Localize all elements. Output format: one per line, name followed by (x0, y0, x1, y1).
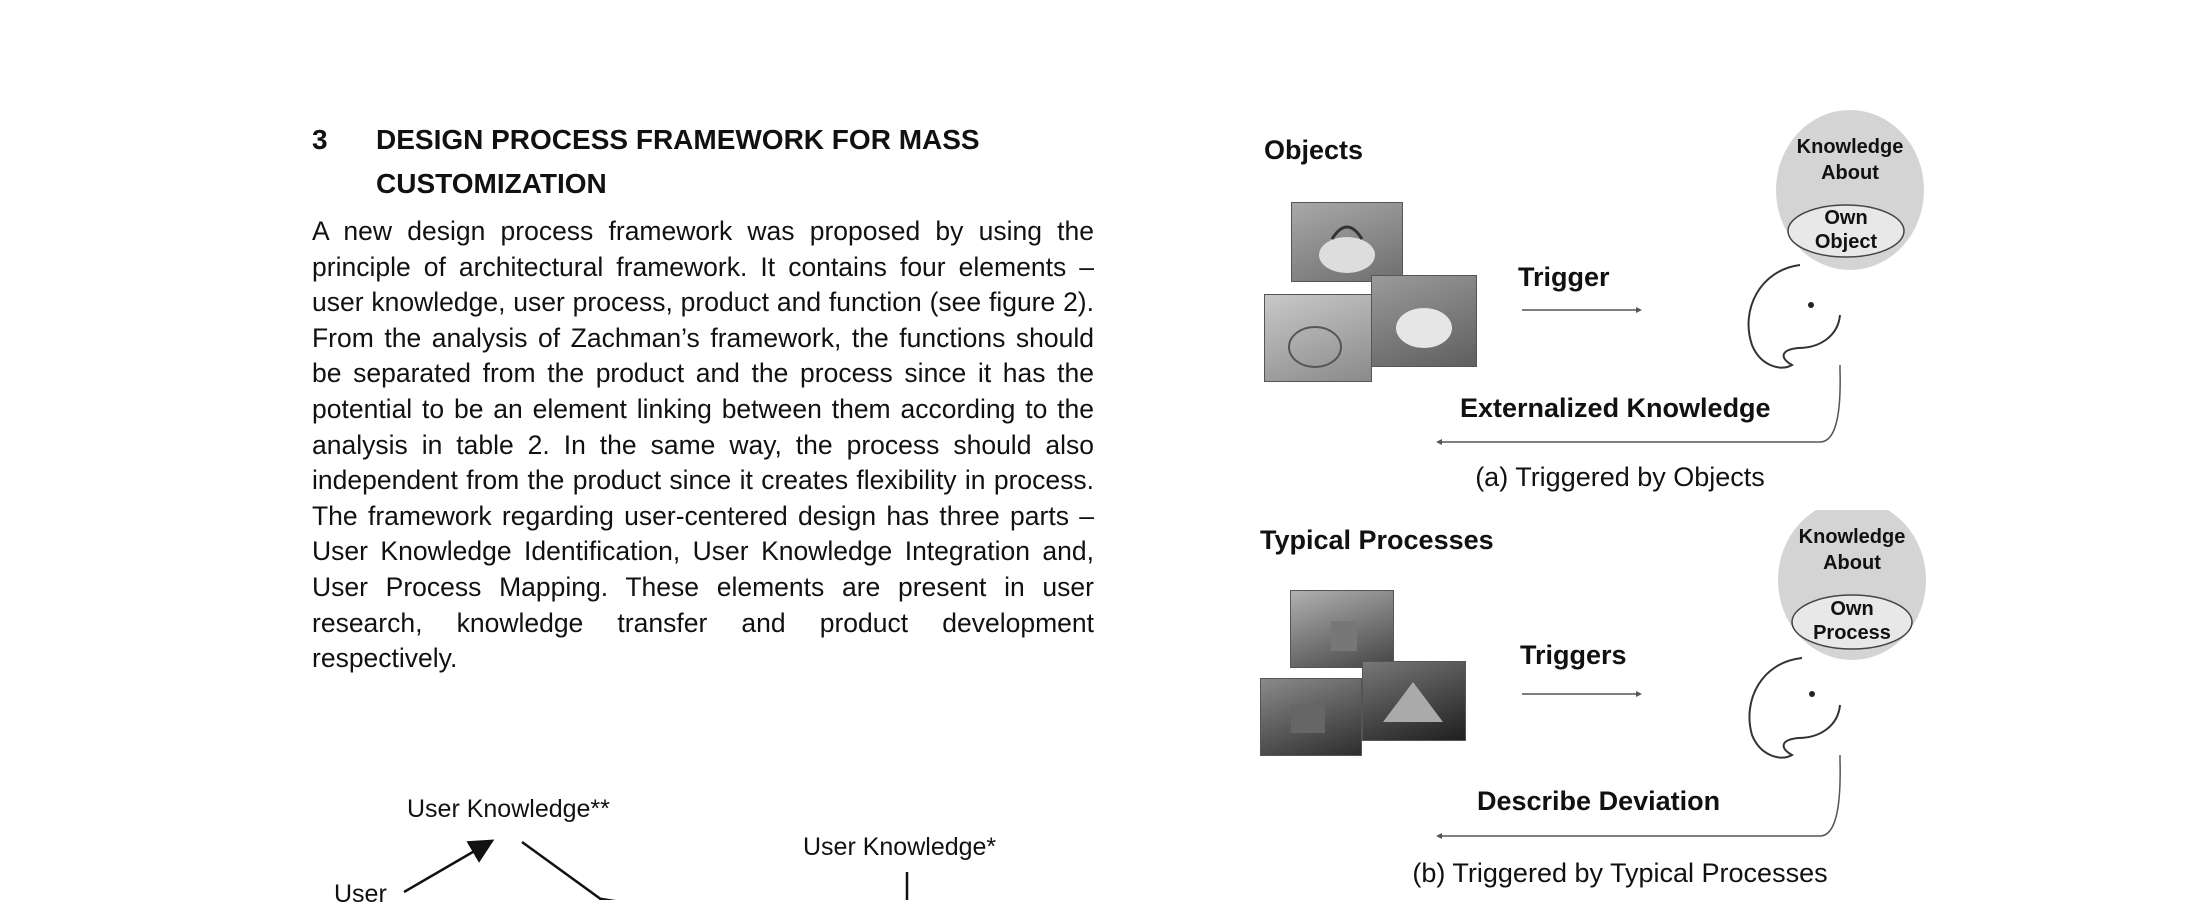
figure-a-inner-line1: Own (1824, 207, 1868, 229)
figure-a-inner-ellipse (1787, 204, 1905, 258)
figure-a-bubble-text: Knowledge About (1776, 134, 1924, 186)
teapot-photo-1 (1291, 202, 1403, 282)
figure-a-arrow-label: Trigger (1518, 262, 1610, 292)
figure-b-bubble-text: Knowledge About (1778, 524, 1926, 576)
figure-a: Objects Trigger Knowledge Ab (1240, 110, 2040, 500)
section-title-line2: CUSTOMIZATION (376, 168, 607, 199)
figure-a-inner-line2: Object (1814, 231, 1878, 253)
section-heading: 3 DESIGN PROCESS FRAMEWORK FOR MASS CUST… (312, 118, 1094, 206)
arrow-knowledge-down (521, 840, 626, 900)
right-column: Objects Trigger Knowledge Ab (1240, 110, 2040, 900)
figure-b-inner-ellipse (1791, 594, 1913, 650)
figure-b-arrow-label: Triggers (1520, 640, 1627, 670)
arrow-user-to-knowledge (403, 839, 495, 894)
figure-b-return-arrow (1440, 755, 1841, 837)
figure-b-inner-text: Own Process (1792, 597, 1912, 645)
glass-teapot-photo (1264, 294, 1372, 382)
framework-arrows (403, 839, 909, 900)
teapot-photo-2 (1371, 275, 1477, 367)
section-number: 3 (312, 124, 328, 155)
figure-a-caption: (a) Triggered by Objects (1475, 462, 1765, 492)
figure-a-eye (1808, 302, 1814, 308)
figure-a-inner-text: Own Object (1788, 206, 1904, 254)
figure-a-return-label: Externalized Knowledge (1460, 393, 1771, 423)
figure-b-bubble (1436, 510, 1926, 839)
figure-b-inner-line2: Process (1813, 622, 1891, 644)
user-knowledge-2-label: User Knowledge** (407, 795, 610, 823)
framework-diagram: User Knowledge** User Knowledge* User (312, 780, 1094, 908)
figure-a-title: Objects (1264, 135, 1364, 165)
user-knowledge-1-label: User Knowledge* (803, 833, 997, 861)
figure-b-eye (1809, 691, 1815, 697)
figure-b: Typical Processes Triggers Knowledge Abo… (1240, 510, 2040, 900)
process-photo-3 (1362, 661, 1466, 741)
figure-a-head (1747, 264, 1841, 369)
process-photo-2 (1260, 678, 1362, 756)
figure-b-bubble-line2: About (1823, 552, 1881, 574)
figure-b-return-label: Describe Deviation (1477, 786, 1721, 816)
figure-b-head (1748, 657, 1841, 759)
figure-a-bubble-line2: About (1821, 162, 1879, 184)
figure-b-title: Typical Processes (1260, 525, 1494, 555)
section-title-line1: DESIGN PROCESS FRAMEWORK FOR MASS (376, 124, 980, 155)
figure-a-bubble-line1: Knowledge (1796, 136, 1904, 158)
process-photo-1 (1290, 590, 1394, 668)
left-column: 3 DESIGN PROCESS FRAMEWORK FOR MASS CUST… (312, 118, 1094, 677)
figure-a-return-arrow (1440, 365, 1841, 443)
figure-b-bubble-line1: Knowledge (1798, 526, 1906, 548)
figure-a-bubble (1436, 110, 1924, 445)
section-paragraph: A new design process framework was propo… (312, 216, 1094, 674)
figure-b-inner-line1: Own (1830, 598, 1874, 620)
figure-b-caption: (b) Triggered by Typical Processes (1412, 858, 1828, 888)
